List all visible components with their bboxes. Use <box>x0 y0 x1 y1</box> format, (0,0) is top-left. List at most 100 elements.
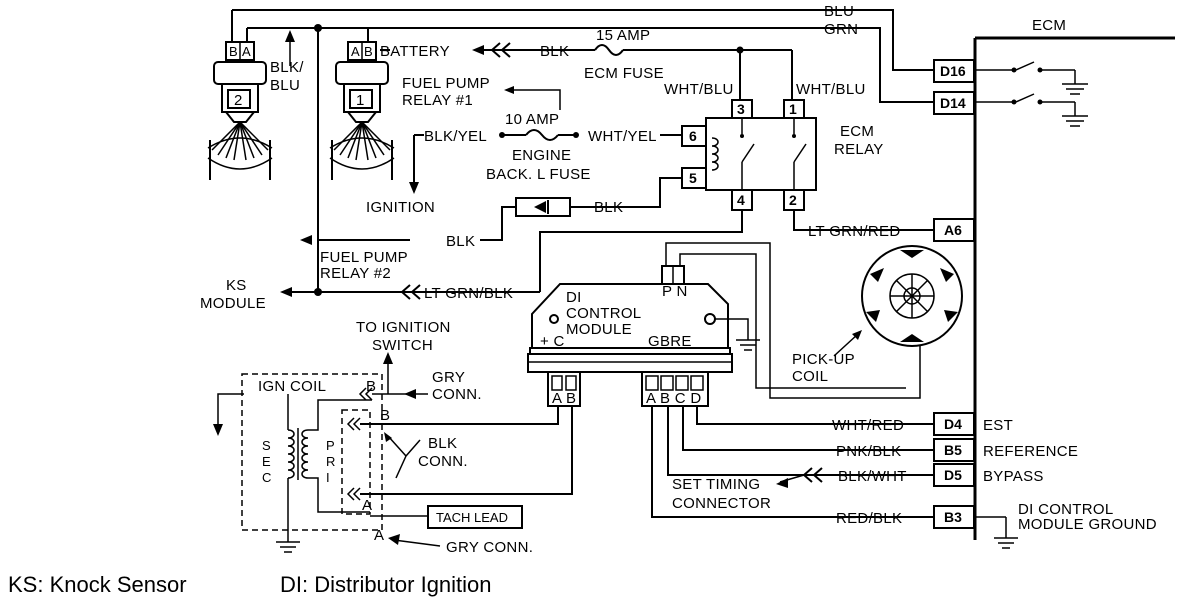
pri-letter-i: I <box>326 470 330 485</box>
engine-label: ENGINE <box>512 147 571 164</box>
back-fuse-label: BACK. L FUSE <box>486 166 591 183</box>
lt-grn-blk-label: LT GRN/BLK <box>424 285 513 302</box>
sec-letter-e: E <box>262 454 271 469</box>
blk-diode-label: BLK <box>594 199 623 216</box>
blk-blu-label-1: BLK/ <box>270 59 304 76</box>
conn-a-label: A <box>362 497 372 514</box>
gbre-label: GBRE <box>648 333 692 350</box>
legend-di: DI: Distributor Ignition <box>280 572 492 597</box>
pickup-wires <box>665 242 921 399</box>
ecm-pin-b3-label: B3 <box>944 509 962 525</box>
battery-wire <box>380 42 793 100</box>
ks-label-2: MODULE <box>200 295 266 312</box>
blk-fpr2-label: BLK <box>446 233 475 250</box>
di-label-3: MODULE <box>566 321 632 338</box>
pickup-coil <box>833 245 963 357</box>
di-control-module <box>527 265 733 407</box>
pickup-label-2: COIL <box>792 368 828 385</box>
di-ground-label-2: MODULE GROUND <box>1018 516 1157 533</box>
relay-pin-3: 3 <box>737 101 745 117</box>
left-vertical-feed <box>280 28 540 297</box>
lt-grn-red-wire <box>793 210 934 231</box>
ab-label: A B <box>552 390 576 407</box>
gry-conn-label-1: GRY <box>432 369 465 386</box>
pickup-label-1: PICK-UP <box>792 351 855 368</box>
pri-letter-p: P <box>326 438 335 453</box>
set-timing-label-2: CONNECTOR <box>672 495 771 512</box>
blk-yel-label: BLK/YEL <box>424 128 487 145</box>
red-blk-label: RED/BLK <box>836 510 902 527</box>
pn-label: P N <box>662 283 688 300</box>
ecm-fuse-label: ECM FUSE <box>584 65 664 82</box>
ecm-label: ECM <box>1032 17 1066 34</box>
sec-label: S E C <box>262 438 271 485</box>
pri-letter-r: R <box>326 454 335 469</box>
di-to-ecm-wires <box>651 406 934 518</box>
to-ignition-label-1: TO IGNITION <box>356 319 451 336</box>
blk-wht-label: BLK/WHT <box>838 468 907 485</box>
blk-top-label: BLK <box>540 43 569 60</box>
lt-grn-red-label: LT GRN/RED <box>808 223 900 240</box>
abcd-label: A B C D <box>646 390 701 407</box>
engine-back-fuse-wires <box>409 129 682 194</box>
battery-label: BATTERY <box>380 43 450 60</box>
blk-blu-label-2: BLU <box>270 77 300 94</box>
est-label: EST <box>983 417 1013 434</box>
ecm-pins: D16 D14 A6 D4 B5 D5 B3 <box>933 59 975 529</box>
blk-conn-label-1: BLK <box>428 435 457 452</box>
conn-a2-label: A <box>374 527 384 544</box>
relay-pin-4: 4 <box>737 192 745 208</box>
fpr1-label-2: RELAY #1 <box>402 92 473 109</box>
grn-label: GRN <box>824 21 858 38</box>
conn-b2-label: B <box>380 407 390 424</box>
injector-1-pin-b: B <box>364 44 373 59</box>
ks-label-1: KS <box>226 277 247 294</box>
diode-wire <box>480 177 682 241</box>
injector-1-number: 1 <box>356 92 365 109</box>
legend-ks: KS: Knock Sensor <box>8 572 187 597</box>
ecm-pin-b5-label: B5 <box>944 442 962 458</box>
wht-blu-right-label: WHT/BLU <box>796 81 866 98</box>
ecm-switch-d14 <box>975 93 1088 127</box>
injector-2-pin-a: A <box>242 44 251 59</box>
fuel-pump-relay-1-arrow <box>504 86 561 110</box>
pri-label: P R I <box>326 438 335 485</box>
sec-letter-c: C <box>262 470 271 485</box>
sec-letter-s: S <box>262 438 271 453</box>
tach-lead-label: TACH LEAD <box>436 510 508 525</box>
ecm-pin-d14-label: D14 <box>940 95 966 111</box>
di-label-1: DI <box>566 289 582 306</box>
ecm-relay-label-1: ECM <box>840 123 874 140</box>
ecm-switch-d16 <box>975 61 1088 95</box>
amp15-label: 15 AMP <box>596 27 650 44</box>
wht-red-label: WHT/RED <box>832 417 904 434</box>
ecm-pin-d4-label: D4 <box>944 416 962 432</box>
ecm-pin-a6-label: A6 <box>944 222 962 238</box>
wht-yel-label: WHT/YEL <box>588 128 657 145</box>
ecm-pin-d5-label: D5 <box>944 467 962 483</box>
amp10-label: 10 AMP <box>505 111 559 128</box>
di-module-ground <box>715 318 760 351</box>
gry-conn-label-2: CONN. <box>432 386 482 403</box>
set-timing-label-1: SET TIMING <box>672 476 760 493</box>
injector-1: A B 1 <box>329 41 395 180</box>
tach-lead <box>370 505 523 529</box>
pnk-blk-label: PNK/BLK <box>836 443 901 460</box>
fpr2-label-2: RELAY #2 <box>320 265 391 282</box>
ecm-block: ECM <box>973 17 1175 540</box>
injector-2-number: 2 <box>234 92 243 109</box>
bypass-label: BYPASS <box>983 468 1044 485</box>
fpr2-label-1: FUEL PUMP <box>320 249 408 266</box>
to-ignition-switch-wire <box>358 352 428 401</box>
wht-blu-left-label: WHT/BLU <box>664 81 734 98</box>
blk-blu-arrow <box>285 30 295 66</box>
reference-label: REFERENCE <box>983 443 1078 460</box>
relay-pin-1: 1 <box>789 101 797 117</box>
ecm-relay: 3 1 6 5 4 2 <box>681 99 817 211</box>
injector-2: B A 2 <box>207 41 273 180</box>
di-ground-symbol <box>974 516 1018 549</box>
injector-2-pin-b: B <box>229 44 238 59</box>
lt-grn-blk-wire <box>400 210 743 300</box>
ign-coil <box>213 373 383 553</box>
